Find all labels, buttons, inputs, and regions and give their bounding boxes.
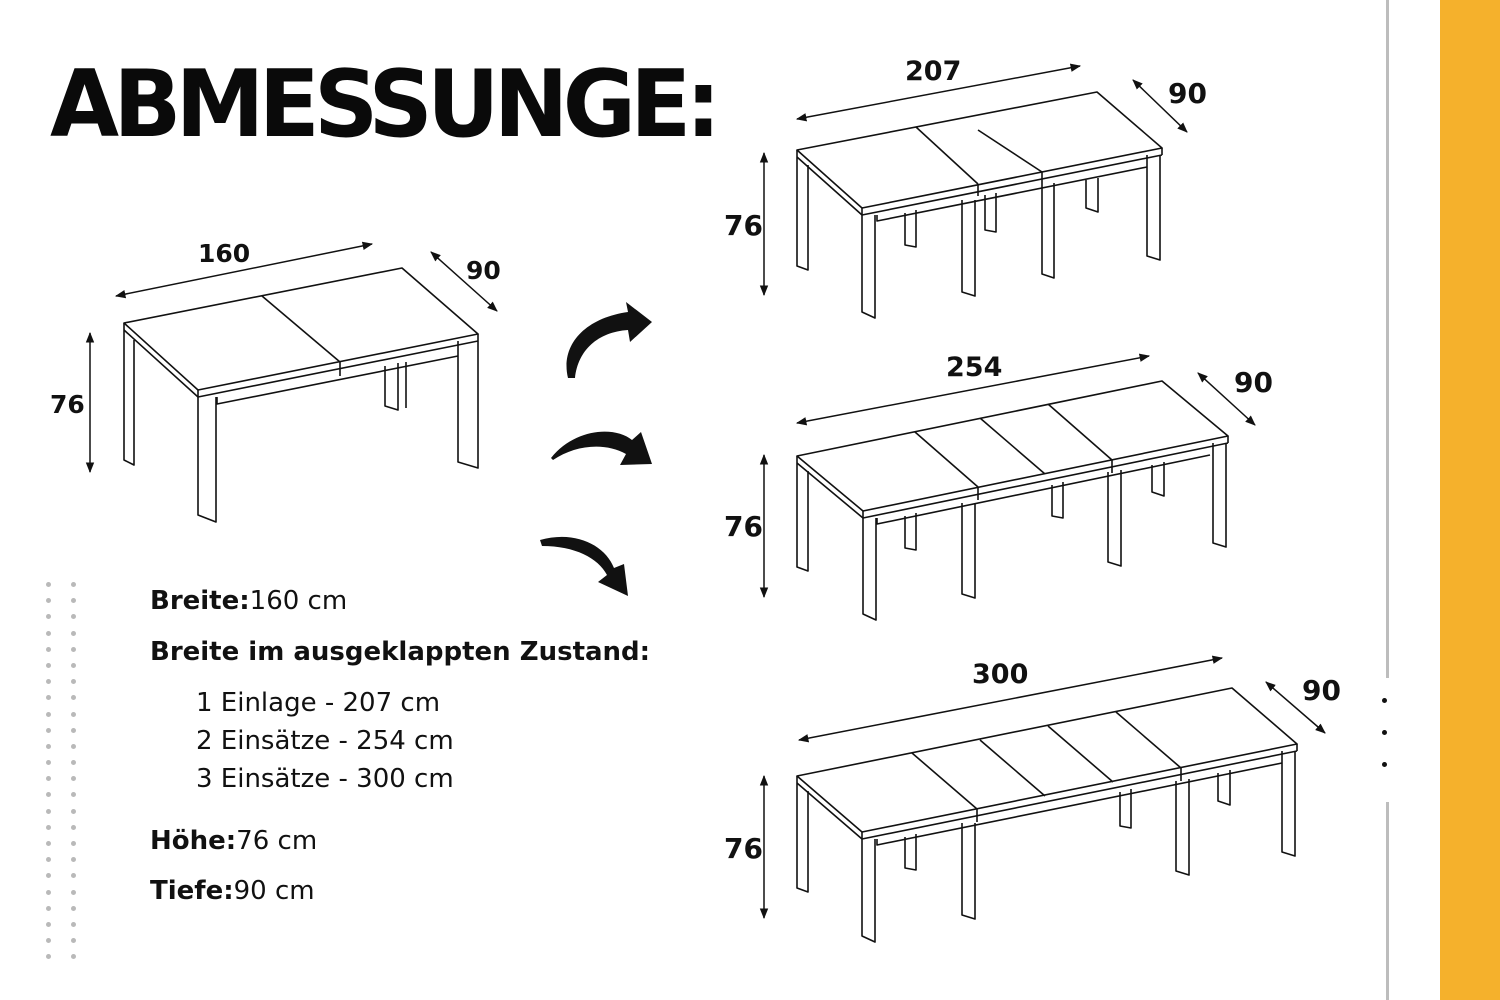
decorative-dot [46,776,51,782]
spec-width-value: 160 cm [249,586,348,616]
decorative-dot [71,582,76,587]
one-insert-depth-label: 90 [1168,77,1207,110]
one-insert-height-label: 76 [724,209,763,242]
decorative-dot [71,776,76,782]
three-inserts-height-label: 76 [724,832,763,865]
spec-height-value: 76 cm [236,826,318,856]
dot-column-right [1382,698,1392,794]
decorative-dot [71,889,76,895]
decorative-dot [71,743,76,749]
decorative-dot [71,824,76,830]
decorative-dot [71,792,76,798]
decorative-dot [71,760,76,766]
spec-extended-line-2: 2 Einsätze - 254 cm [196,726,454,756]
decorative-dot [71,727,76,733]
decorative-dot [46,679,51,685]
base-width-label: 160 [198,239,250,268]
spec-width: Breite:160 cm [150,586,347,616]
page-title: ABMESSUNGE: [50,50,721,158]
decorative-dot [46,711,51,717]
decorative-dot [46,841,51,846]
dimension-arrows [85,63,1326,920]
table-base-drawing [123,267,479,523]
decorative-dot [46,921,51,927]
three-inserts-depth-label: 90 [1302,674,1341,707]
spec-height-label: Höhe: [150,826,237,856]
decorative-dot [46,646,51,652]
decorative-dot [71,679,76,685]
decorative-dot [71,808,76,814]
decorative-dot [46,857,51,863]
spec-extended-line-1: 1 Einlage - 207 cm [196,688,441,718]
spec-depth-value: 90 cm [233,876,315,906]
decorative-dot [46,598,51,604]
two-inserts-height-label: 76 [724,510,763,543]
spec-depth: Tiefe:90 cm [150,876,315,906]
decorative-dot [71,938,76,944]
decorative-dot [46,614,51,620]
decorative-dot [46,873,51,879]
decorative-dot [46,792,51,798]
curved-arrow-icon [566,302,652,378]
curved-arrow-icon [551,431,652,465]
decorative-dot [71,954,76,960]
two-inserts-depth-label: 90 [1234,366,1273,399]
base-height-label: 76 [50,390,85,419]
table-two-inserts-drawing [796,380,1229,621]
one-insert-width-label: 207 [905,56,961,87]
table-one-insert-drawing [796,91,1163,319]
divider-top [1386,0,1389,678]
decorative-dot [71,711,76,717]
decorative-dot [46,727,51,733]
decorative-dot [71,841,76,846]
decorative-dot [46,743,51,749]
spec-depth-label: Tiefe: [150,876,234,906]
decorative-dot [71,646,76,652]
decorative-dot [71,695,76,701]
spec-height: Höhe:76 cm [150,826,317,856]
decorative-dot [46,630,51,636]
decorative-dot [71,598,76,604]
decorative-dot [71,630,76,636]
three-inserts-width-label: 300 [972,659,1028,690]
decorative-dot [71,857,76,863]
decorative-dot [71,921,76,927]
decorative-dot [71,873,76,879]
decorative-dot [46,954,51,960]
decorative-dot [71,905,76,911]
decorative-dot [71,662,76,668]
decorative-dot [46,938,51,944]
decorative-dot [46,824,51,830]
divider-bottom [1386,802,1389,1000]
decorative-dot [46,889,51,895]
decorative-dot [46,695,51,701]
two-inserts-width-label: 254 [946,352,1002,383]
spec-extended-heading: Breite im ausgeklappten Zustand: [150,637,651,667]
decorative-dot [46,582,51,587]
base-depth-label: 90 [466,256,501,285]
accent-bar [1440,0,1500,1000]
spec-extended-line-3: 3 Einsätze - 300 cm [196,764,454,794]
curved-arrow-icon [540,536,628,596]
decorative-dot [46,808,51,814]
decorative-dot [46,905,51,911]
decorative-dot [71,614,76,620]
spec-width-label: Breite: [150,586,250,616]
decorative-dot [46,760,51,766]
decorative-dot [46,662,51,668]
dot-grid-decoration [46,582,78,960]
